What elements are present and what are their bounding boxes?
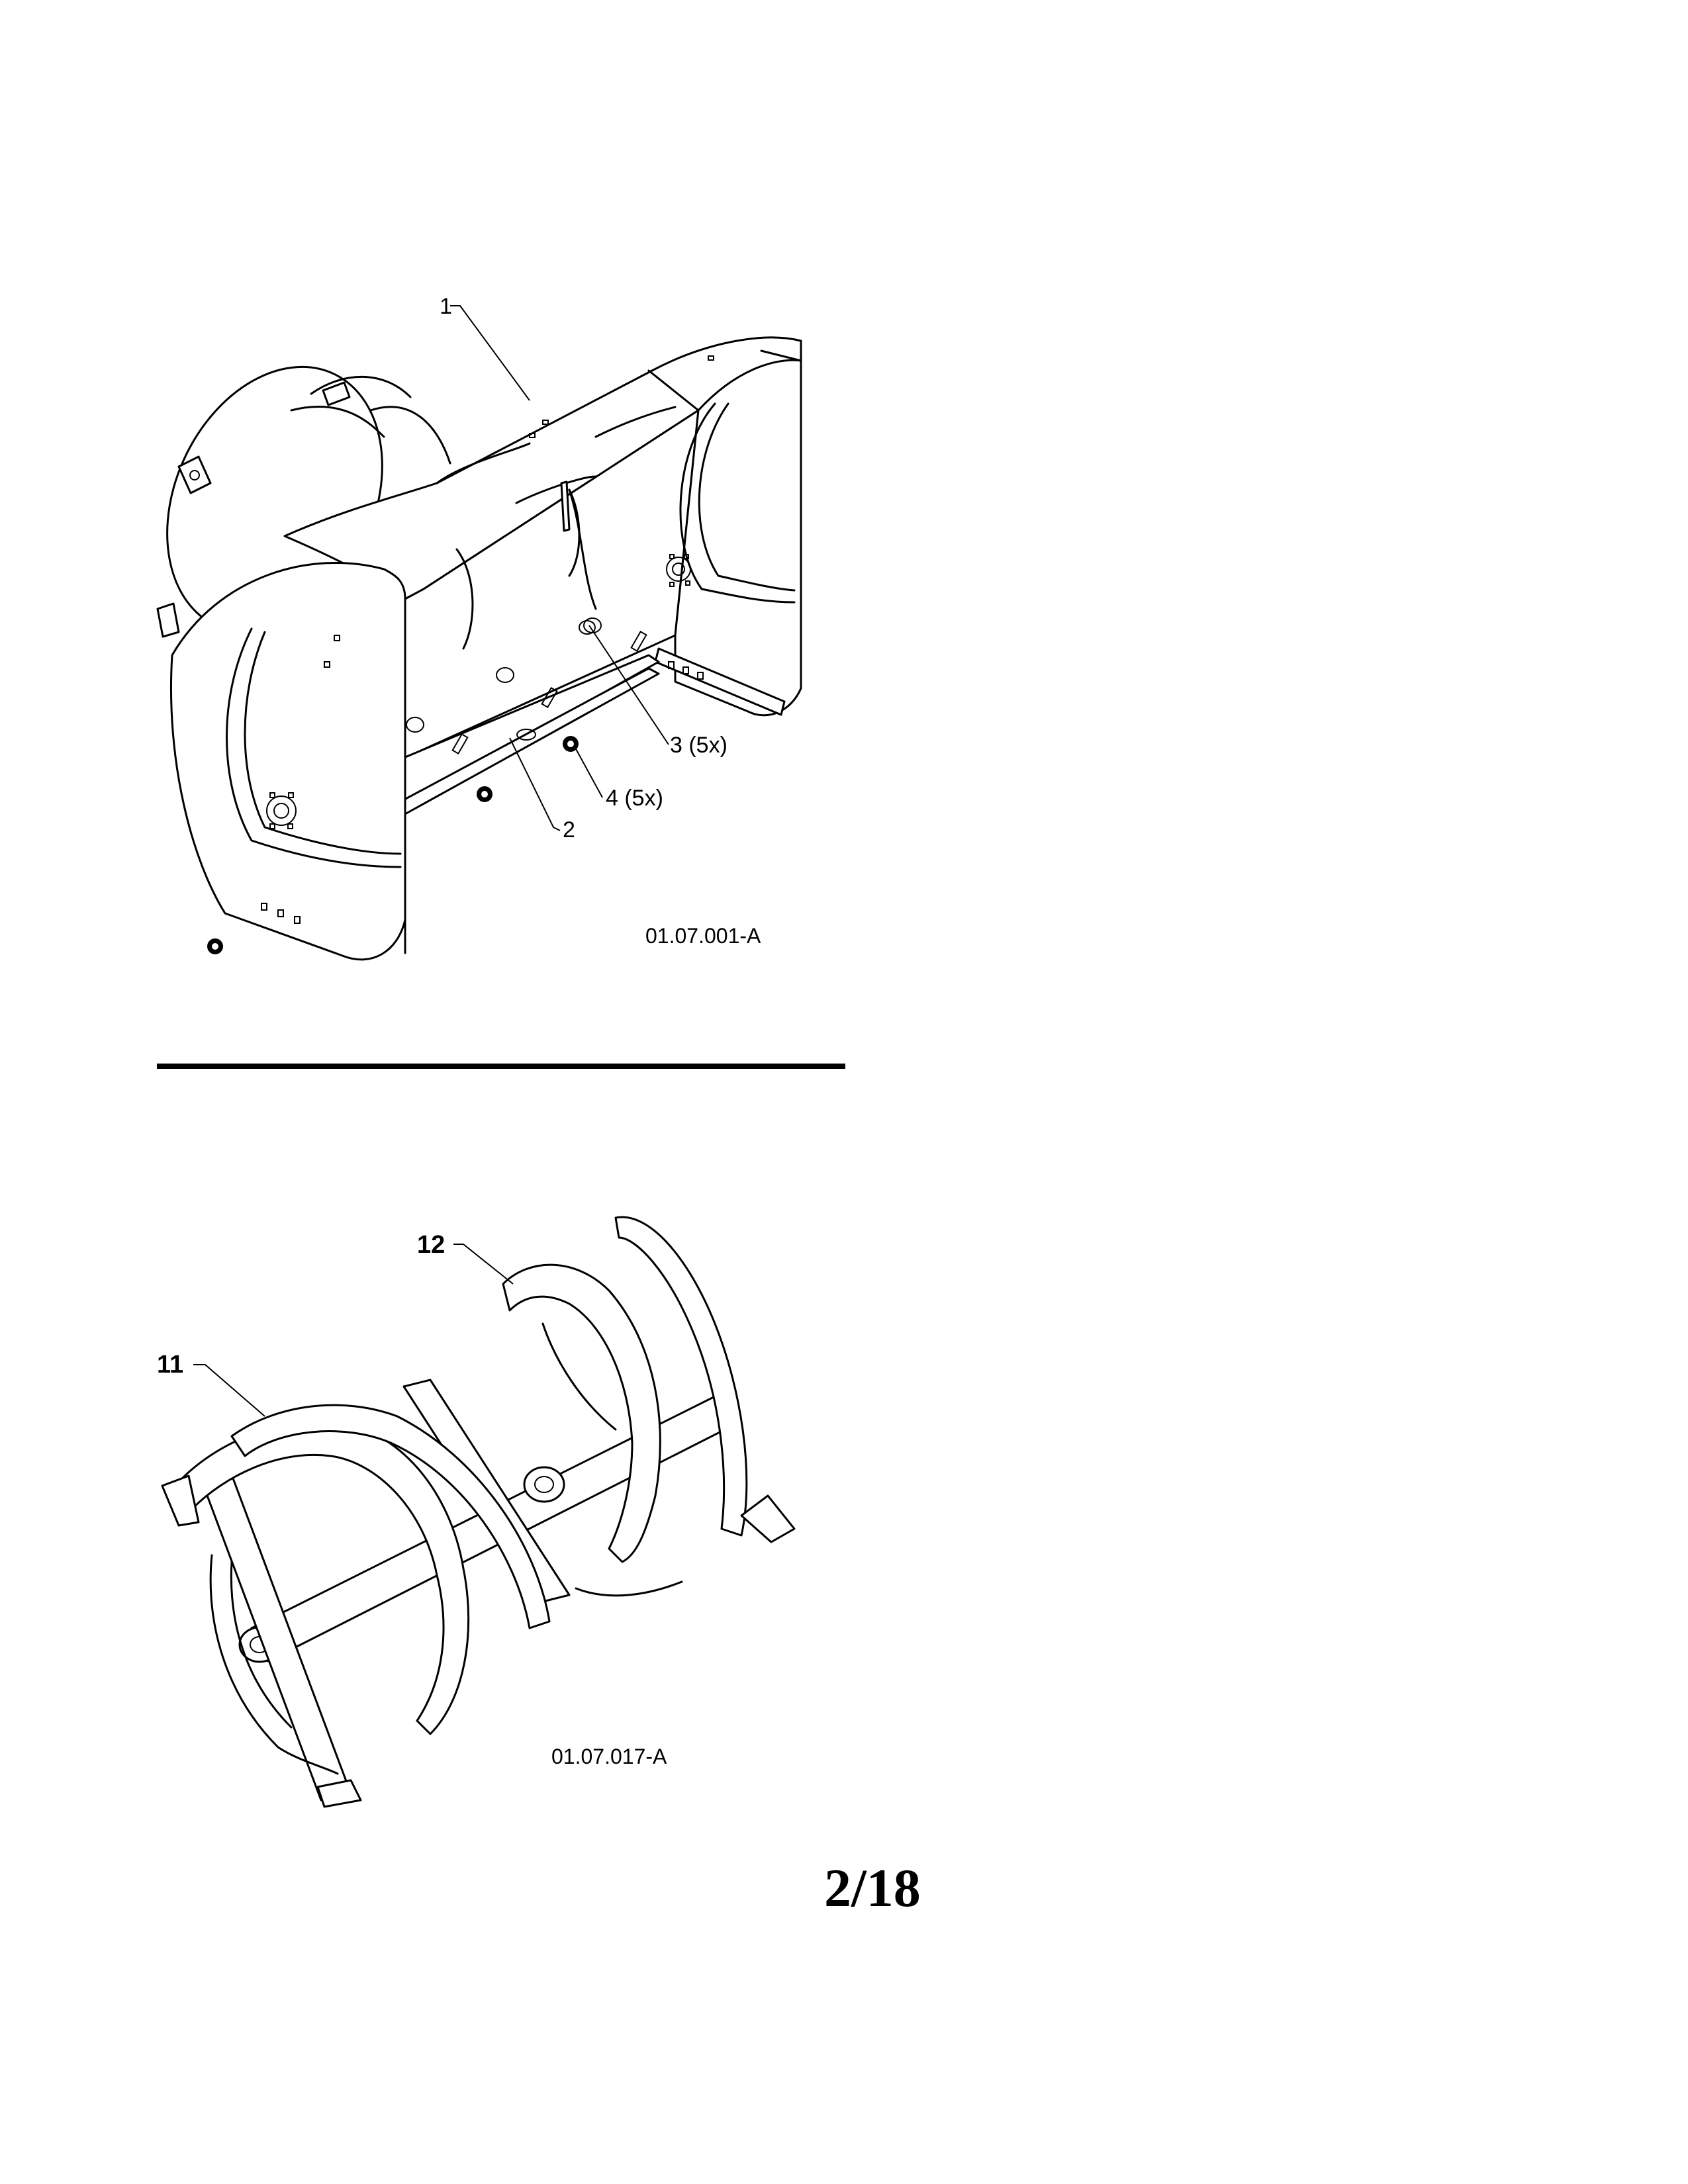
housing-top-panel	[283, 336, 802, 600]
figure-code-bottom: 01.07.017-A	[551, 1745, 667, 1768]
callout-12: 12	[417, 1231, 445, 1259]
auger-housing-drawing: 1 2 3 (5x) 4 (5x) 01.07.001-A	[156, 294, 802, 961]
wall-hole	[496, 667, 514, 683]
callout-2: 2	[563, 817, 575, 842]
page-number: 2/18	[824, 1858, 921, 1918]
callout-4: 4 (5x)	[606, 786, 663, 811]
auger-end-left	[161, 1475, 362, 1808]
leader-lines-top	[450, 305, 669, 831]
callout-1: 1	[440, 294, 452, 319]
auger-flight-right	[502, 1216, 796, 1597]
housing-right-side-plate	[560, 359, 802, 717]
callout-3: 3 (5x)	[670, 733, 727, 758]
section-divider	[157, 1064, 845, 1069]
housing-left-side-plate	[169, 561, 406, 961]
carriage-nuts	[207, 736, 579, 954]
leader-lines-bottom	[193, 1244, 514, 1417]
figure-code-top: 01.07.001-A	[645, 924, 761, 948]
callout-11: 11	[157, 1351, 183, 1379]
wall-hole	[406, 717, 424, 733]
auger-assembly-drawing: 11 12 01.07.017-A	[157, 1216, 796, 1808]
auger-flight-left	[171, 1404, 551, 1775]
